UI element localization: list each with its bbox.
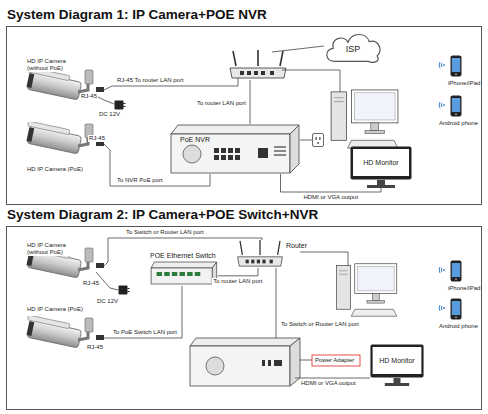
annotation-label: Android phone (438, 120, 479, 127)
system-panel: System Diagram 2: IP Camera+POE Switch+N… (6, 226, 482, 410)
annotation-label: To PoE Switch LAN port (112, 329, 178, 336)
highlight-box (312, 355, 360, 366)
poe-switch: POE Ethernet Switch (150, 252, 218, 286)
annotation-label: To router LAN port (196, 100, 247, 107)
annotation-label: iPhone/iPad (447, 80, 481, 87)
nvr-box: PoE NVR (170, 124, 300, 174)
annotation-label: HD IP Camera (without PoE) (26, 242, 76, 256)
monitor-screen: HD Monitor (370, 344, 424, 386)
panel-heading: System Diagram 1: IP Camera+POE NVR (7, 7, 267, 22)
annotation-label: DC 12V (96, 298, 119, 305)
panel-heading: System Diagram 2: IP Camera+POE Switch+N… (7, 207, 318, 222)
annotation-label: RJ-45 (86, 344, 104, 351)
isp-cloud: ISP (322, 30, 384, 64)
annotation-label: Android phone (438, 323, 479, 330)
annotation-label: HD IP Camera (PoE) (26, 306, 84, 313)
devices (115, 50, 462, 320)
annotation-label: RJ-45 (82, 280, 100, 287)
router-shape (236, 240, 284, 268)
router-box: Router (236, 240, 307, 268)
annotation-label: RJ-45 To router LAN port (116, 77, 185, 84)
annotation-label: RJ-45 (80, 93, 98, 100)
node-label: HD Monitor (363, 159, 398, 166)
annotation-label: To NVR PoE port (116, 177, 164, 184)
annotation-label: HDMI or VGA output (300, 380, 357, 387)
node-label: PoE NVR (180, 136, 210, 143)
node-label: ISP (346, 44, 361, 54)
annotation-label: iPhone/iPad (447, 285, 481, 292)
node-label: Router (286, 242, 307, 249)
annotation-label: HD IP Camera (without PoE) (26, 58, 76, 72)
annotation-label: Power Adapter (314, 357, 355, 364)
node-label: HD Monitor (379, 357, 414, 364)
annotation-label: RJ-45 (88, 135, 106, 142)
nvr-shape (170, 124, 300, 174)
monitor-shape (350, 146, 412, 188)
nvr-unit (190, 338, 300, 386)
annotation-label: HD IP Camera (PoE) (26, 166, 84, 173)
monitor-shape (370, 344, 424, 386)
annotation-label: DC 12V (98, 111, 121, 118)
system-panel: System Diagram 1: IP Camera+POE NVRISPPo… (6, 26, 482, 205)
annotation-label: To Switch or Router LAN port (280, 321, 360, 328)
cable-connector (218, 268, 258, 276)
monitor-screen: HD Monitor (350, 146, 412, 188)
cable-label: HDMI or VGA output (302, 194, 359, 201)
node-label: POE Ethernet Switch (150, 252, 216, 259)
annotation-label: To Switch or Router LAN port (125, 229, 205, 236)
cable-label: To router LAN port (212, 278, 263, 285)
